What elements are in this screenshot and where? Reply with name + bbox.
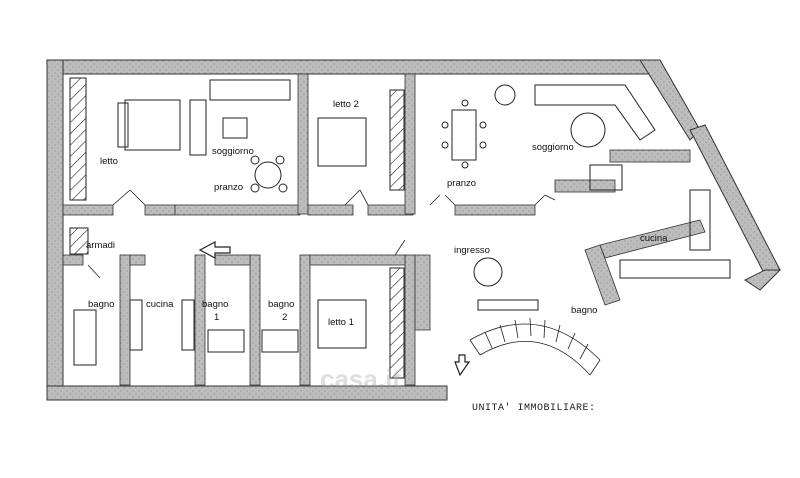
watermark: casa.it xyxy=(320,364,401,394)
room-label-cucina-right: cucina xyxy=(640,233,668,244)
wardrobes xyxy=(69,77,405,379)
room-label-bagno-2-number: 2 xyxy=(282,312,288,323)
doors xyxy=(87,189,556,279)
room-label-ingresso: ingresso xyxy=(454,245,490,256)
room-label-letto-2: letto 2 xyxy=(333,99,359,110)
outer-walls xyxy=(46,59,782,401)
furniture xyxy=(73,79,731,366)
room-label-armadi: armadi xyxy=(86,240,116,251)
arrows xyxy=(198,241,471,377)
room-label-cucina-left: cucina xyxy=(146,299,174,310)
room-label-soggiorno-right: soggiorno xyxy=(532,142,574,153)
room-label-letto-1: letto 1 xyxy=(328,317,354,328)
room-label-pranzo-left: pranzo xyxy=(214,182,244,193)
room-label-soggiorno-left: soggiorno xyxy=(212,146,254,157)
room-label-bagno-2: bagno xyxy=(268,299,295,310)
room-label-bagno-1-number: 1 xyxy=(214,312,220,323)
room-label-bagno-left: bagno xyxy=(88,299,115,310)
interior-walls xyxy=(62,73,706,386)
room-label-bagno-right: bagno xyxy=(571,305,598,316)
plan-title: UNITA' IMMOBILIARE: xyxy=(472,403,596,414)
room-label-pranzo-right: pranzo xyxy=(447,178,477,189)
room-label-letto: letto xyxy=(100,156,118,167)
room-label-bagno-1: bagno xyxy=(202,299,229,310)
stairs xyxy=(469,317,601,376)
